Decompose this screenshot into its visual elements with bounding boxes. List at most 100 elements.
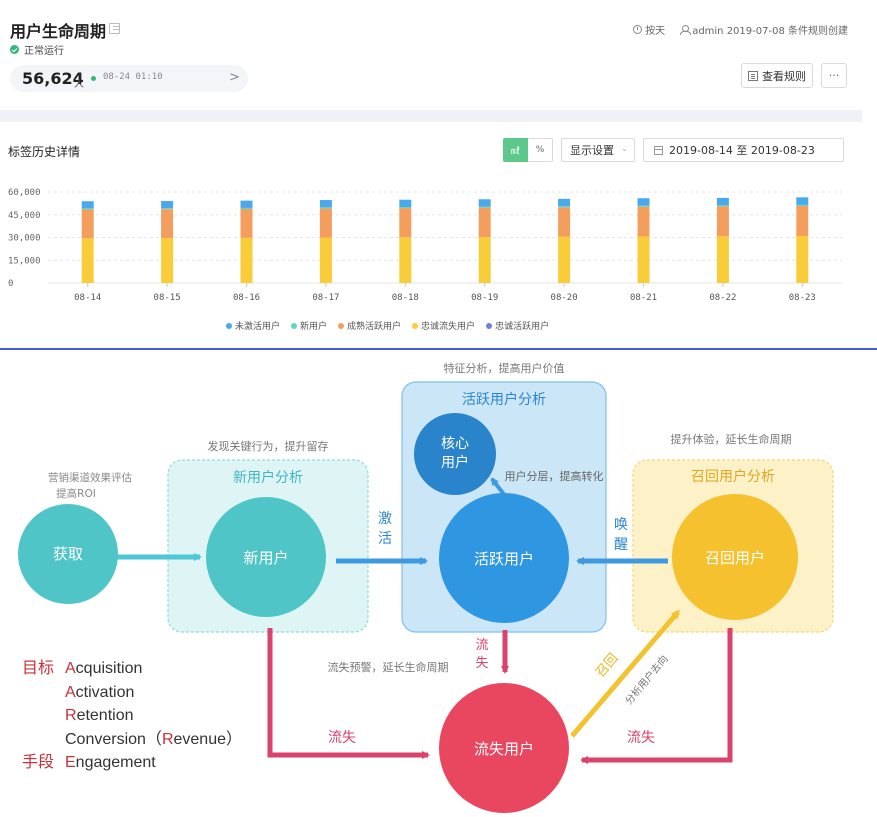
display-settings-select[interactable]: 显示设置 ⌄ [561, 138, 635, 162]
conversion-text: Conversion（ [65, 730, 162, 748]
chart-legend: 未激活用户新用户成熟活跃用户忠诚流失用户 忠诚活跃用户 [226, 319, 560, 332]
bar-segment[interactable] [558, 206, 571, 208]
bar-segment[interactable] [796, 235, 809, 283]
y-tick-label: 45,000 [8, 211, 41, 221]
bar-segment[interactable] [558, 236, 571, 283]
percent-toggle[interactable]: % [528, 138, 553, 162]
bar-segment[interactable] [399, 207, 412, 209]
legend-item[interactable]: 新用户 [291, 319, 327, 332]
legend-item[interactable]: 未激活用户 [226, 319, 280, 332]
edit-icon[interactable] [109, 23, 120, 34]
bar-segment[interactable] [399, 199, 412, 208]
bar-segment[interactable] [81, 201, 94, 209]
legend-dot-icon [226, 322, 232, 329]
more-button[interactable]: ··· [821, 63, 847, 88]
bar-segment[interactable] [637, 205, 650, 207]
retention-rest: etention [76, 707, 134, 724]
cap-e: E [65, 754, 76, 771]
list-icon [748, 70, 758, 81]
user-count-pill[interactable]: 56,624 人 08-24 01:10 > [10, 65, 248, 92]
bar-segment[interactable] [637, 236, 650, 283]
cap-a2: A [65, 683, 76, 701]
tag-history-panel: 标签历史详情 ㎖ % 显示设置 ⌄ 2019-08-14 至 2019-08-2… [0, 122, 877, 348]
recall-churn-label: 流失 [627, 730, 655, 746]
bar-segment[interactable] [240, 207, 253, 209]
bar-segment[interactable] [240, 208, 253, 238]
bar-segment[interactable] [558, 198, 571, 207]
bar-segment[interactable] [240, 237, 253, 283]
bar-segment[interactable] [637, 198, 650, 206]
x-tick-label: 08-17 [312, 293, 339, 303]
update-dot [91, 76, 96, 81]
bar-segment[interactable] [478, 206, 491, 208]
bar-segment[interactable] [319, 237, 332, 284]
bar-segment[interactable] [478, 199, 491, 207]
bar-segment[interactable] [81, 209, 94, 239]
bar-segment[interactable] [478, 237, 491, 283]
bar-segment[interactable] [637, 206, 650, 237]
legend-dot-icon [486, 322, 493, 329]
bar-segment[interactable] [796, 205, 809, 236]
bar-segment[interactable] [716, 205, 729, 207]
bar-chart-toggle[interactable]: ㎖ [503, 138, 528, 162]
x-tick-label: 08-16 [233, 293, 260, 303]
x-tick-label: 08-14 [74, 293, 101, 303]
revenue-rest: evenue） [173, 730, 243, 748]
date-range-picker[interactable]: 2019-08-14 至 2019-08-23 [643, 138, 844, 162]
bar-segment[interactable] [796, 197, 809, 205]
bar-segment[interactable] [161, 201, 174, 209]
date-range-text: 2019-08-14 至 2019-08-23 [669, 144, 815, 157]
x-tick-label: 08-22 [709, 293, 736, 303]
recall-user-node [672, 494, 798, 620]
goal-activation: Activation [22, 681, 242, 705]
page-title: 用户生命周期 [10, 22, 107, 41]
bar-segment[interactable] [161, 238, 174, 283]
recall-arrow [570, 609, 680, 738]
churn-warning-note: 流失预警，延长生命周期 [328, 660, 449, 674]
update-time: 08-24 01:10 [103, 72, 163, 82]
x-tick-label: 08-18 [392, 293, 419, 303]
x-tick-label: 08-19 [471, 293, 498, 303]
bar-segment[interactable] [81, 238, 94, 283]
bar-segment[interactable] [716, 206, 729, 237]
bar-segment[interactable] [796, 204, 809, 206]
new-user-node [206, 497, 326, 617]
x-tick-label: 08-15 [154, 293, 181, 303]
bar-segment[interactable] [240, 200, 253, 208]
bar-segment[interactable] [319, 208, 332, 238]
bar-segment[interactable] [558, 207, 571, 237]
bar-segment[interactable] [319, 207, 332, 209]
bar-segment[interactable] [161, 208, 174, 210]
recall-user-label: 召回用户 [705, 549, 765, 567]
legend-label: 忠诚活跃用户 [495, 322, 550, 332]
view-rules-label: 查看规则 [762, 69, 806, 83]
legend-dot-icon [291, 322, 298, 329]
new-user-label: 新用户 [243, 549, 288, 567]
bar-segment[interactable] [399, 237, 412, 283]
legend-item[interactable]: 忠诚流失用户 [412, 319, 475, 332]
bar-segment[interactable] [161, 209, 174, 239]
section-separator [0, 348, 877, 350]
acquisition-rest: cquisition [75, 660, 143, 677]
chevron-right-icon[interactable]: > [229, 70, 240, 85]
bar-segment[interactable] [399, 208, 412, 238]
cap-a: A [65, 660, 76, 677]
goal-conversion: Conversion（Revenue） [22, 728, 242, 752]
legend-item[interactable]: 成熟活跃用户 [338, 319, 401, 332]
churned-user-label: 流失用户 [474, 740, 534, 758]
bar-segment[interactable] [716, 236, 729, 283]
check-circle-icon [10, 45, 19, 54]
bar-segment[interactable] [478, 207, 491, 238]
active-user-analysis-title: 活跃用户分析 [462, 391, 546, 408]
bar-segment[interactable] [319, 200, 332, 208]
bar-segment[interactable] [716, 197, 729, 206]
y-tick-label: 60,000 [8, 188, 41, 198]
legend-item[interactable]: 忠诚活跃用户 [486, 319, 549, 332]
bar-segment[interactable] [81, 208, 94, 210]
x-tick-label: 08-20 [551, 293, 578, 303]
frequency-text: 按天 [645, 26, 666, 37]
view-rules-button[interactable]: 查看规则 [741, 63, 813, 88]
user-count-unit: 人 [74, 79, 84, 90]
